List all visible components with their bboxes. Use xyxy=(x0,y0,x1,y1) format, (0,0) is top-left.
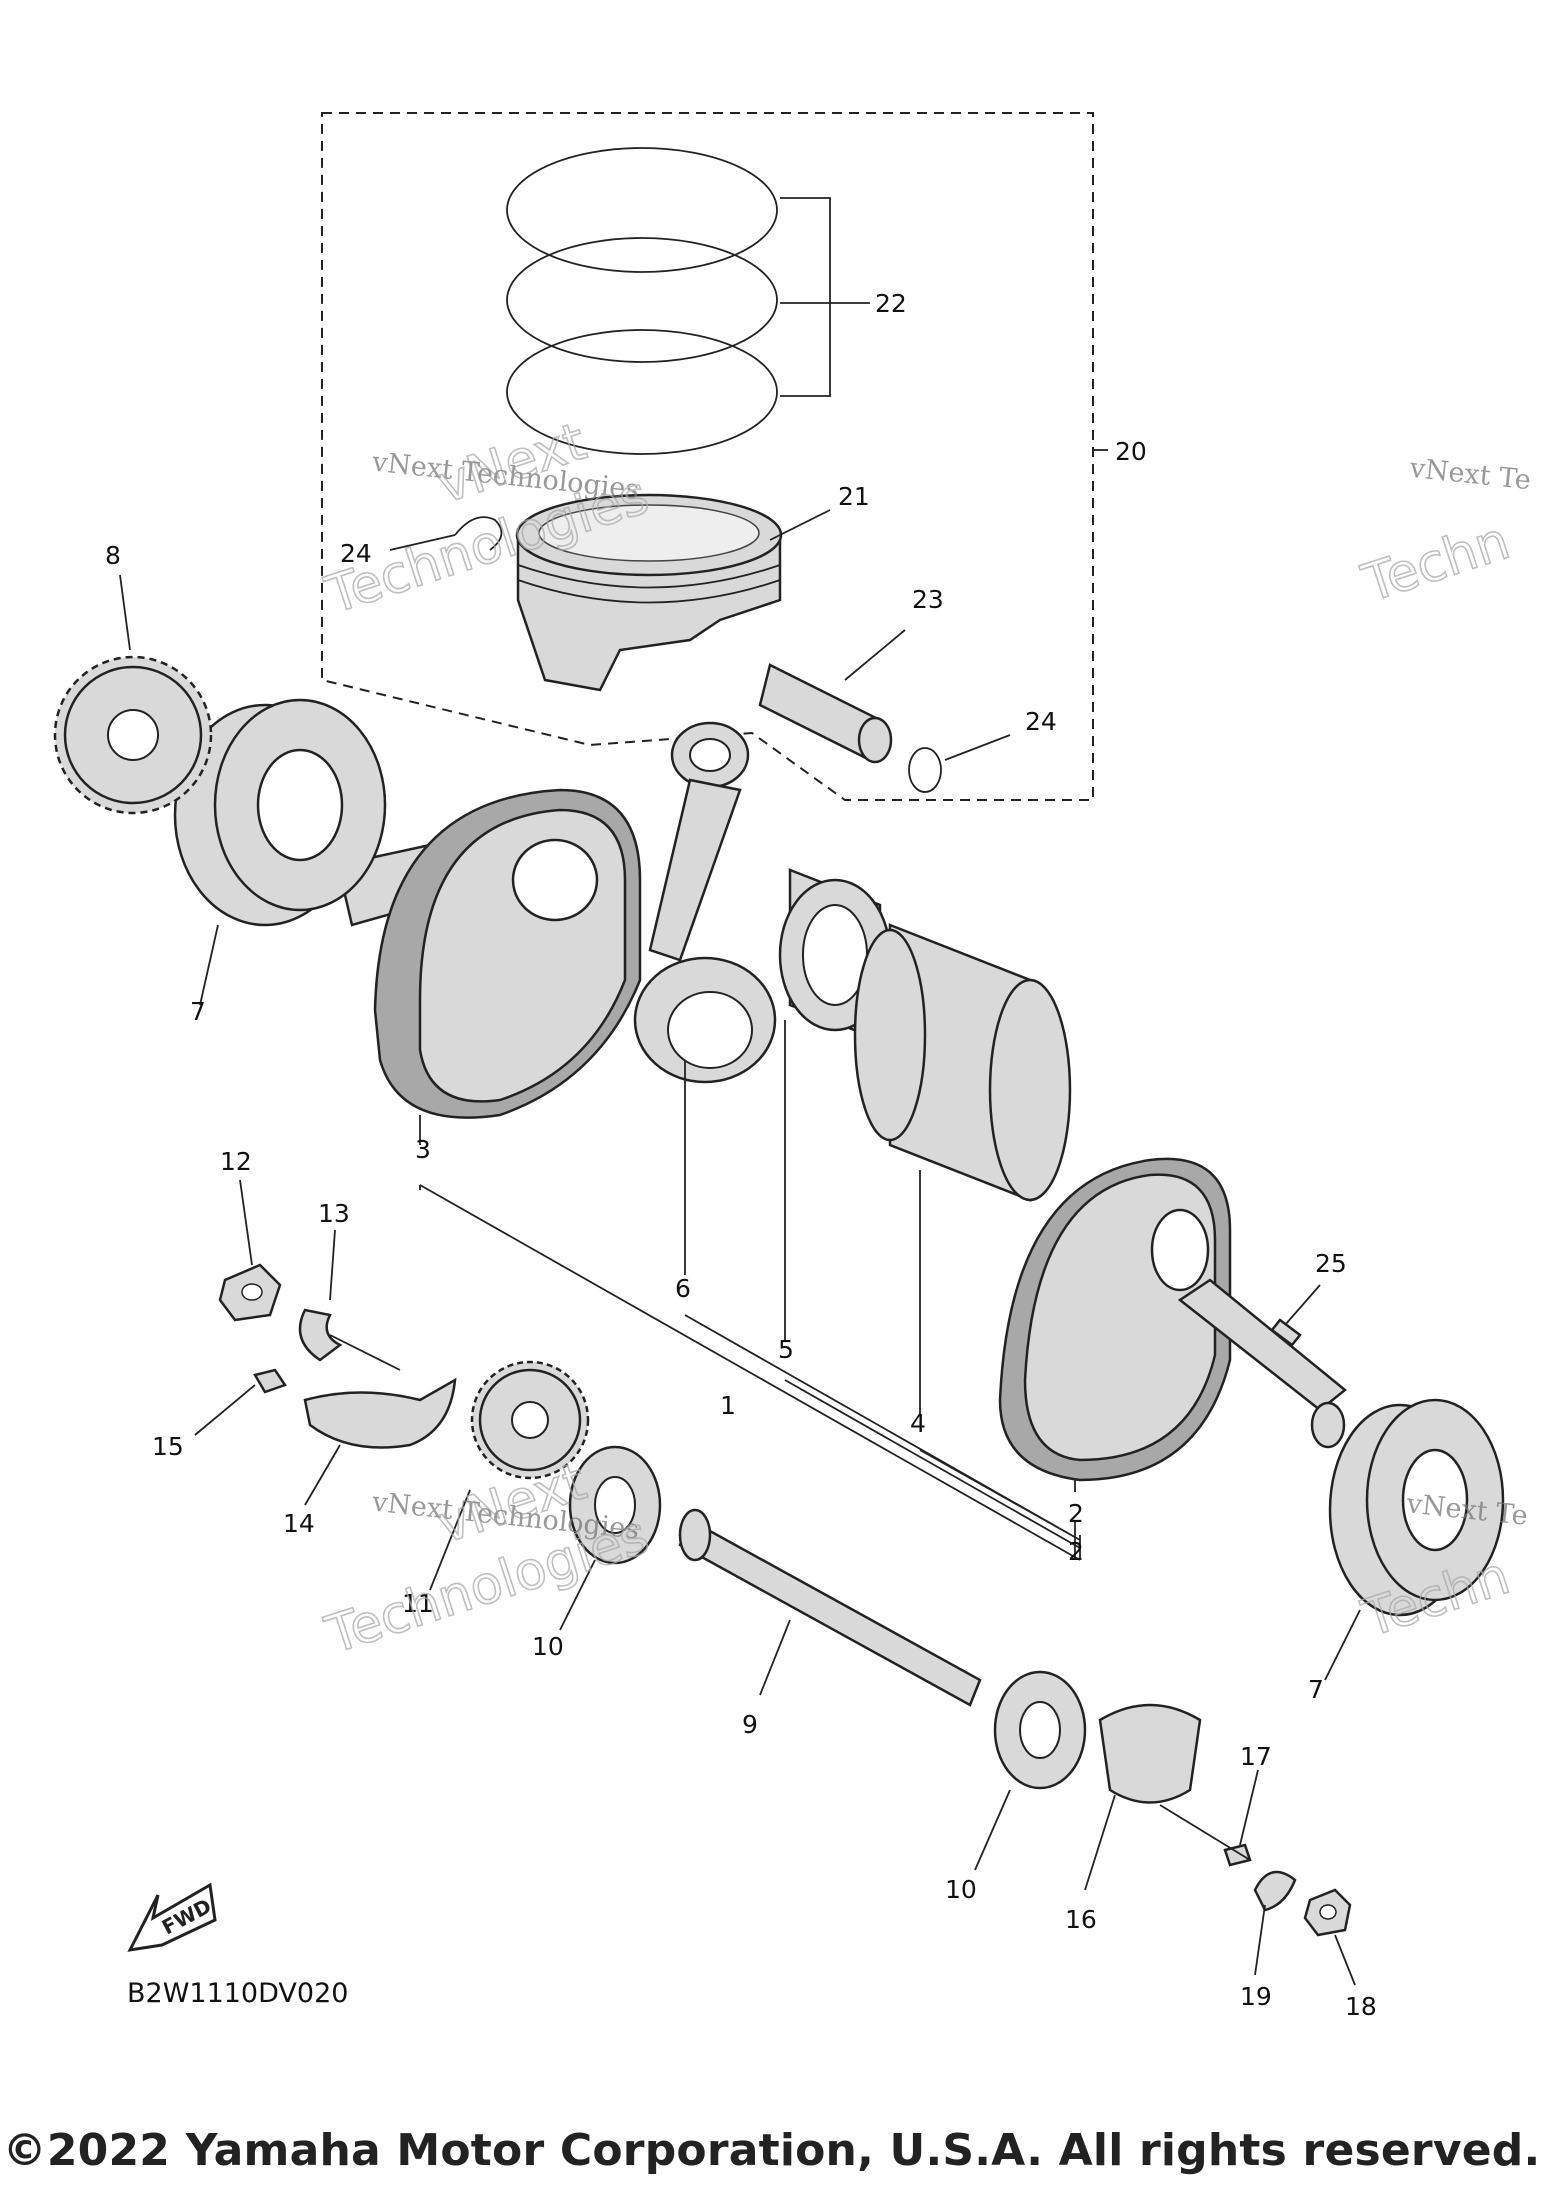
drawing-code: B2W1110DV020 xyxy=(127,1978,348,2009)
fwd-arrow: FWD xyxy=(127,1882,217,1952)
callout-15: 15 xyxy=(152,1432,184,1461)
lock-washer-19 xyxy=(1253,1870,1297,1976)
crankshaft-right xyxy=(998,1157,1347,1492)
callout-23: 23 xyxy=(912,585,944,614)
assembly-bracket-lines xyxy=(419,1184,1081,1561)
callout-10: 10 xyxy=(532,1632,564,1661)
callout-8: 8 xyxy=(105,541,121,570)
callout-24: 24 xyxy=(340,539,372,568)
balancer-weight-14 xyxy=(303,1377,457,1506)
callout-14: 14 xyxy=(283,1509,315,1538)
callout-7: 7 xyxy=(190,997,206,1026)
balancer-bearing-right-10 xyxy=(974,1670,1087,1871)
callout-2: 2 xyxy=(1068,1499,1084,1528)
balancer-shaft-9 xyxy=(678,1508,982,1707)
piston-pin xyxy=(758,629,906,764)
balancer-drive-gear-11 xyxy=(429,1360,590,1591)
callout-16: 16 xyxy=(1065,1905,1097,1934)
callout-17: 17 xyxy=(1240,1742,1272,1771)
callout-1: 1 xyxy=(720,1391,736,1420)
lock-washer-13 xyxy=(298,1229,401,1371)
circlip-right xyxy=(908,747,942,793)
balancer-bearing-left-10 xyxy=(559,1445,662,1631)
piston xyxy=(515,493,831,692)
balancer-nut-12 xyxy=(218,1179,282,1322)
drive-gear xyxy=(53,574,213,815)
crank-pin xyxy=(853,923,1072,1415)
callout-3: 3 xyxy=(415,1135,431,1164)
callout-22: 22 xyxy=(875,289,907,318)
callout-24: 24 xyxy=(1025,707,1057,736)
piston-kit-dashed-boundary xyxy=(321,112,1094,801)
callout-9: 9 xyxy=(742,1710,758,1739)
crankshaft-left xyxy=(336,788,642,1145)
key-17 xyxy=(1159,1769,1259,1867)
svg-text:vNext Te: vNext Te xyxy=(1407,453,1532,497)
crank-bearing-left xyxy=(173,698,387,1006)
callout-20: 20 xyxy=(1115,437,1147,466)
key-15 xyxy=(194,1368,287,1436)
callout-11: 11 xyxy=(402,1589,434,1618)
callout-18: 18 xyxy=(1345,1992,1377,2021)
callout-6: 6 xyxy=(675,1274,691,1303)
callout-2: 2 xyxy=(1068,1537,1084,1566)
callout-4: 4 xyxy=(910,1409,926,1438)
svg-text:Techn: Techn xyxy=(1355,511,1517,615)
balancer-weight-16 xyxy=(1084,1703,1202,1891)
piston-rings xyxy=(506,147,870,455)
watermark-upper-right: vNext Te Techn xyxy=(1354,453,1532,616)
callout-10: 10 xyxy=(945,1875,977,1904)
callout-7: 7 xyxy=(1308,1675,1324,1704)
connecting-rod xyxy=(633,721,777,1275)
callout-13: 13 xyxy=(318,1199,350,1228)
callout-12: 12 xyxy=(220,1147,252,1176)
circlip-left xyxy=(454,516,503,551)
crank-bearing-right xyxy=(1324,1398,1505,1681)
callout-19: 19 xyxy=(1240,1982,1272,2011)
callout-25: 25 xyxy=(1315,1249,1347,1278)
balancer-nut-18 xyxy=(1303,1888,1356,1986)
callout-5: 5 xyxy=(778,1335,794,1364)
callout-21: 21 xyxy=(838,482,870,511)
woodruff-key xyxy=(1270,1318,1302,1347)
copyright-notice: ©2022 Yamaha Motor Corporation, U.S.A. A… xyxy=(2,2125,1541,2176)
